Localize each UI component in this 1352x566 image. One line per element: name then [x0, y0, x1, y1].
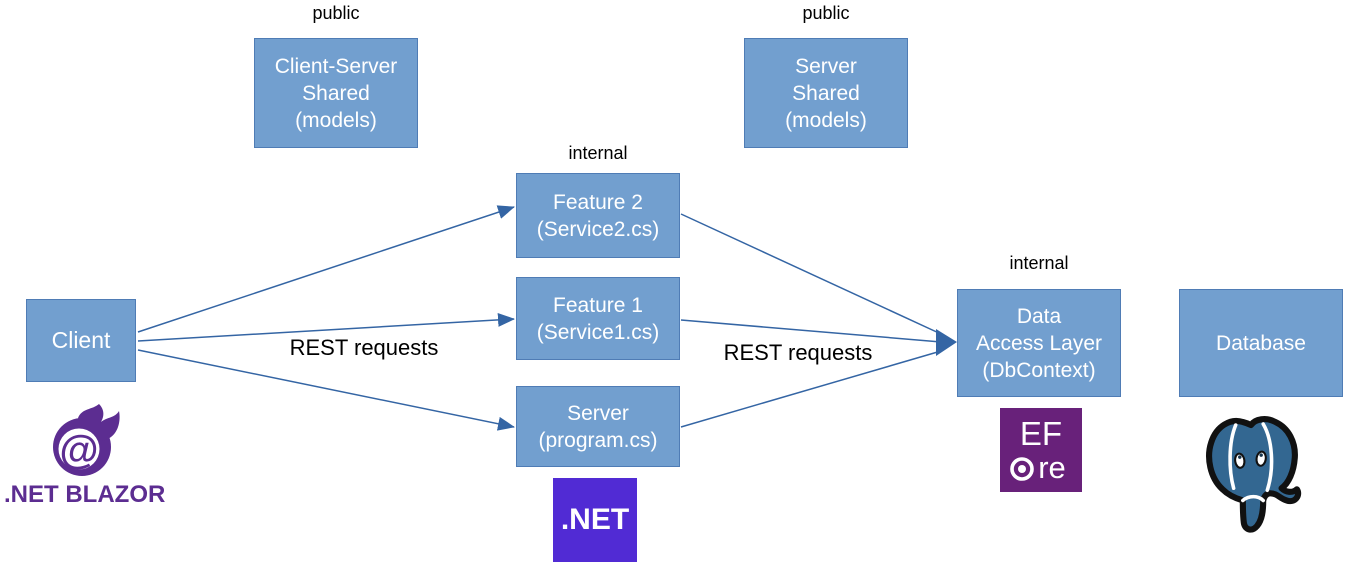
node-text-line: Feature 2: [553, 190, 643, 214]
line-server-to-dal: [680, 350, 942, 428]
node-feature2: Feature 2 (Service2.cs): [516, 173, 680, 258]
blazor-flame-graphic: @: [53, 404, 120, 476]
dotnet-blazor-caption: .NET BLAZOR: [4, 481, 166, 508]
postgresql-elephant-icon: [1198, 414, 1306, 538]
tag-internal-feature2: internal: [568, 143, 628, 163]
node-text-line: (Service2.cs): [536, 217, 660, 241]
edge-label-line: REST: [289, 335, 348, 360]
node-text-line: Client: [51, 327, 111, 353]
node-text-line: (models): [785, 108, 867, 132]
node-text-line: Access Layer: [975, 331, 1103, 355]
arrow-client-to-feature2: [137, 205, 515, 333]
edge-label-line: REST: [723, 340, 782, 365]
node-server-shared: Server Shared (models): [744, 38, 908, 148]
edge-label-rest-requests-left: REST requests: [289, 334, 439, 361]
arrow-client-to-feature1: [137, 312, 515, 342]
tag-public-client-server-shared: public: [312, 3, 360, 23]
line-feature1-to-dal: [680, 319, 942, 343]
efcore-logo: EF re: [1000, 408, 1082, 492]
node-text-line: Server: [567, 401, 629, 425]
node-text-line: Data: [1016, 304, 1062, 328]
node-text-line: (program.cs): [538, 428, 658, 452]
node-text-line: Shared: [302, 81, 370, 105]
node-feature1: Feature 1 (Service1.cs): [516, 277, 680, 360]
node-client-server-shared: Client-Server Shared (models): [254, 38, 418, 148]
efcore-c-ring-icon: [1010, 456, 1035, 481]
edge-label-rest-requests-right: REST requests: [723, 339, 873, 366]
node-text-line: Client-Server: [274, 54, 398, 78]
node-text-line: Shared: [792, 81, 860, 105]
node-server-program: Server (program.cs): [516, 386, 680, 467]
tag-internal-dal: internal: [1009, 253, 1069, 273]
node-text-line: Database: [1216, 331, 1306, 355]
node-text-line: Server: [795, 54, 857, 78]
node-text-line: Feature 1: [553, 293, 643, 317]
node-client: Client: [26, 299, 136, 382]
edge-label-line: requests: [354, 335, 439, 360]
node-database: Database: [1179, 289, 1343, 397]
edge-label-line: requests: [788, 340, 873, 365]
arrow-client-to-server: [137, 349, 515, 431]
node-text-line: (DbContext): [982, 358, 1096, 382]
efcore-core-label: re: [1008, 449, 1066, 485]
efcore-ef-label: EF: [1019, 414, 1063, 452]
blazor-at-symbol: @: [59, 428, 98, 472]
dotnet-logo-label: .NET: [560, 503, 630, 536]
postgresql-elephant-graphic: [1206, 416, 1302, 533]
node-data-access-layer: Data Access Layer (DbContext): [957, 289, 1121, 397]
node-text-line: (Service1.cs): [536, 320, 660, 344]
dotnet-logo: .NET: [553, 478, 637, 562]
tag-public-server-shared: public: [802, 3, 850, 23]
dotnet-blazor-flame-icon: @: [48, 404, 122, 478]
efcore-re-text: re: [1038, 449, 1066, 485]
node-text-line: (models): [295, 108, 377, 132]
arrowhead-into-dal: [936, 329, 957, 356]
line-feature2-to-dal: [680, 213, 942, 335]
